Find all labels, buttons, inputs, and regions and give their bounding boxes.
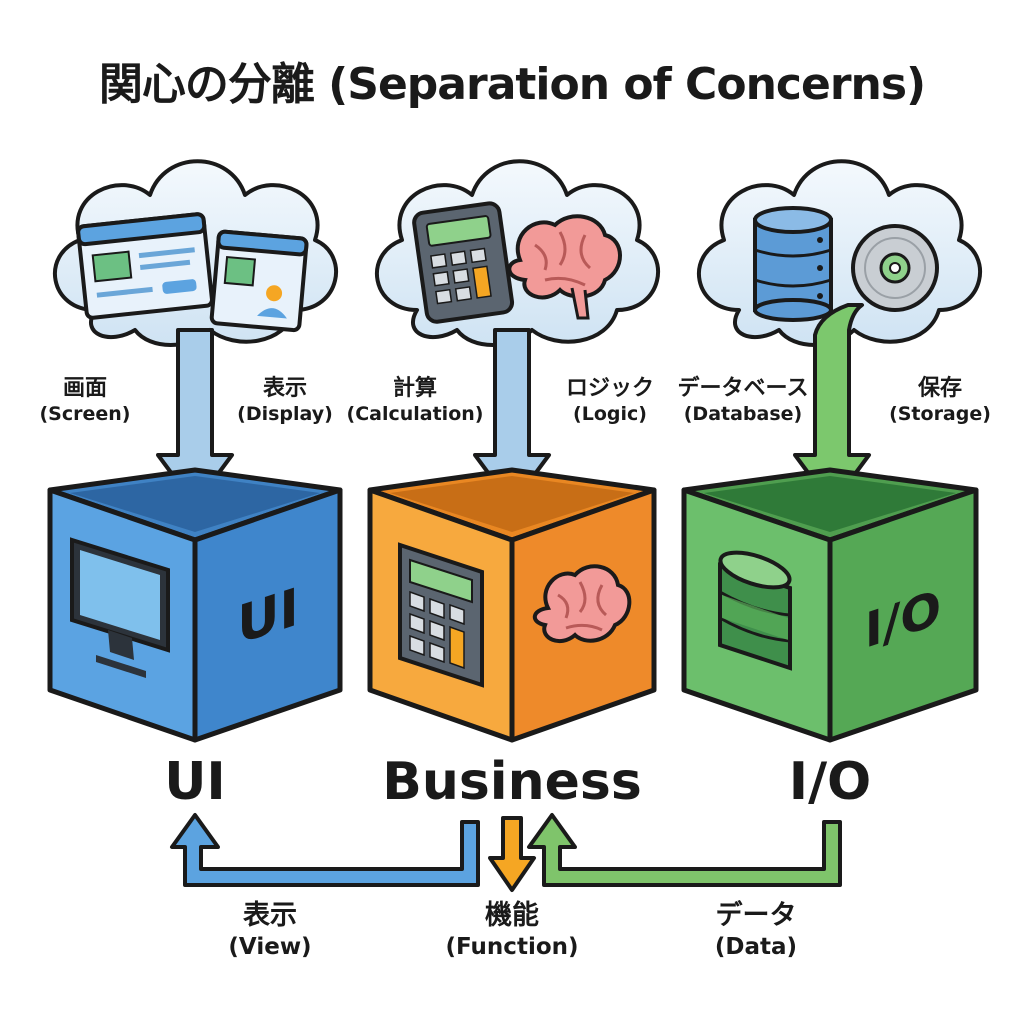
module-name-io: I/O [788, 752, 872, 812]
flow-label-data: データ (Data) [676, 898, 836, 963]
function-flow-arrow [488, 816, 536, 892]
label-calculation: 計算 (Calculation) [340, 375, 490, 426]
label-calculation-jp: 計算 [392, 376, 437, 401]
label-display-jp: 表示 [262, 376, 307, 401]
profile-card-icon [209, 229, 309, 333]
browser-window-icon [76, 212, 214, 320]
flow-label-view: 表示 (View) [190, 898, 350, 963]
io-input-arrow [793, 303, 871, 507]
disc-icon [851, 224, 939, 312]
label-display-en: (Display) [237, 402, 333, 425]
label-database-en: (Database) [683, 402, 803, 425]
label-logic-jp: ロジック [565, 376, 654, 401]
data-flow-arrow [527, 813, 842, 887]
label-storage: 保存 (Storage) [880, 375, 1000, 426]
view-flow-arrow [170, 813, 480, 887]
database-icon [718, 550, 792, 671]
label-screen-en: (Screen) [39, 402, 131, 425]
label-screen: 画面 (Screen) [20, 375, 150, 426]
label-storage-jp: 保存 [917, 376, 962, 401]
module-name-ui: UI [164, 752, 226, 812]
brain-icon [532, 564, 632, 643]
label-database-jp: データベース [677, 376, 809, 401]
io-cube [681, 467, 979, 743]
flow-label-function: 機能 (Function) [432, 898, 592, 963]
label-database: データベース (Database) [668, 375, 818, 426]
module-name-business: Business [382, 752, 642, 812]
flow-view-jp: 表示 [243, 900, 297, 931]
database-icon [753, 206, 833, 322]
calculator-icon [398, 542, 484, 688]
flow-view-en: (View) [228, 934, 312, 961]
brain-icon [507, 214, 622, 320]
flow-data-jp: データ [715, 900, 797, 931]
calculator-icon [412, 201, 515, 324]
label-screen-jp: 画面 [62, 376, 107, 401]
label-display: 表示 (Display) [225, 375, 345, 426]
flow-data-en: (Data) [714, 934, 798, 961]
label-calculation-en: (Calculation) [346, 402, 484, 425]
monitor-icon [70, 537, 170, 678]
page-title: 関心の分離 (Separation of Concerns) [98, 59, 926, 110]
flow-function-jp: 機能 [485, 900, 539, 931]
label-storage-en: (Storage) [889, 402, 991, 425]
label-logic: ロジック (Logic) [550, 375, 670, 426]
flow-function-en: (Function) [445, 934, 579, 961]
label-logic-en: (Logic) [573, 402, 647, 425]
